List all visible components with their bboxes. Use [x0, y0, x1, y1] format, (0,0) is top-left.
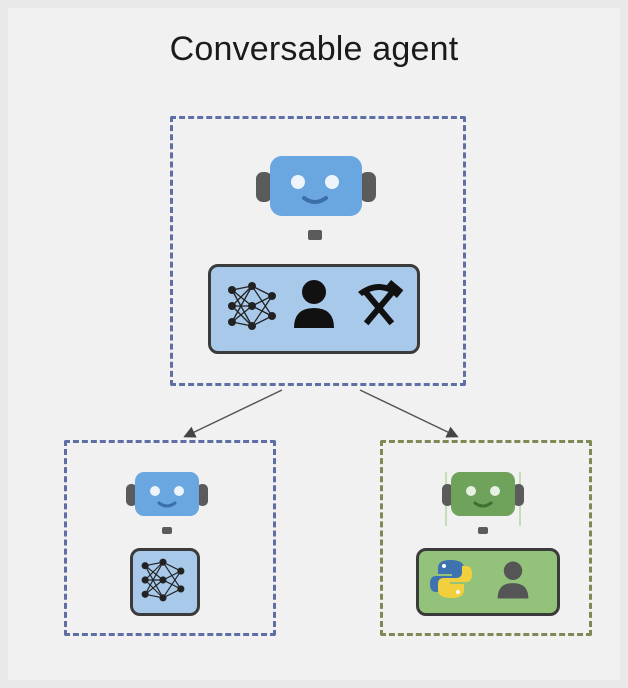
robot-icon	[442, 472, 524, 534]
hammer-pick-icon	[358, 280, 404, 326]
arrow-to-right-agent	[359, 389, 459, 438]
top-agent-box	[170, 116, 466, 386]
robot-icon	[126, 472, 208, 534]
robot-icon	[256, 156, 376, 240]
diagram-title: Conversable agent	[169, 30, 459, 68]
person-icon	[497, 561, 529, 599]
left-agent-box	[64, 440, 276, 636]
person-icon	[294, 280, 334, 328]
arrow-to-left-agent	[183, 389, 283, 438]
right-agent-box	[380, 440, 592, 636]
python-icon	[430, 560, 472, 598]
neural-network-icon	[141, 558, 185, 602]
neural-network-icon	[228, 282, 276, 330]
top-agent-capability-panel	[208, 264, 420, 354]
